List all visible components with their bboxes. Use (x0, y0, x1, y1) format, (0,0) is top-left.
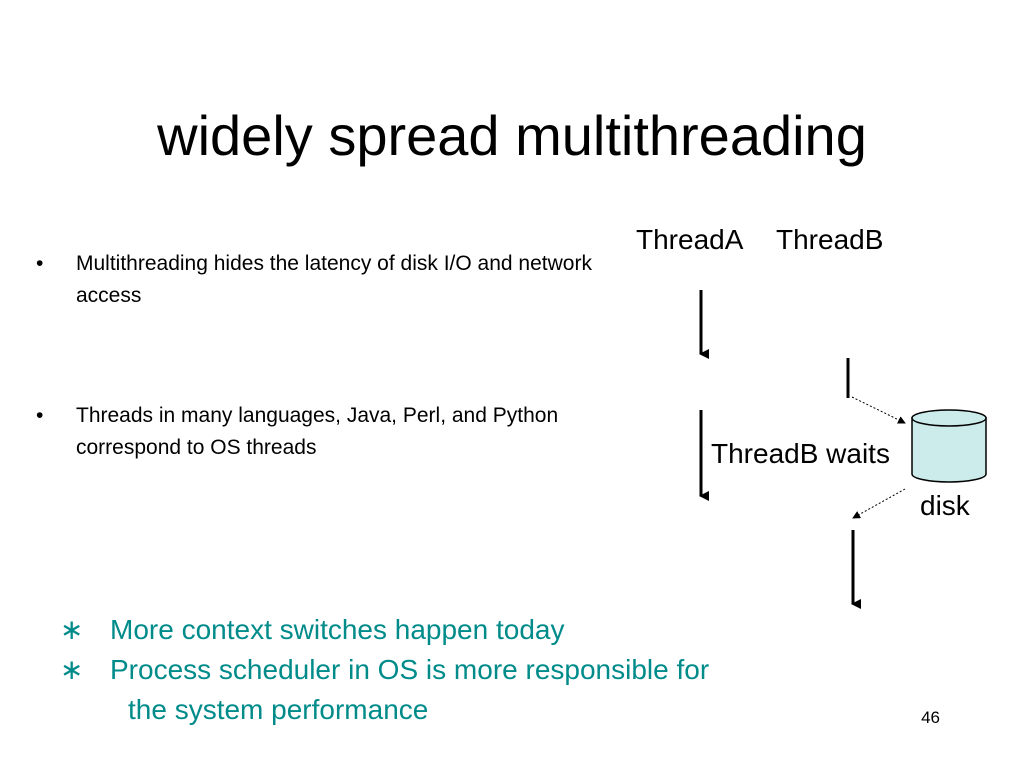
bullet-text: Threads in many languages, Java, Perl, a… (76, 404, 559, 459)
bullet-text: Multithreading hides the latency of disk… (76, 252, 592, 307)
bullet-item: • Threads in many languages, Java, Perl,… (32, 400, 622, 464)
thread-a-label: ThreadA (636, 224, 744, 255)
highlight-text-continuation: the system performance (128, 694, 429, 725)
thread-b-waits-label: ThreadB waits (711, 438, 890, 469)
highlight-point: ∗ More context switches happen today (56, 610, 936, 650)
highlight-points: ∗ More context switches happen today ∗ P… (56, 610, 936, 730)
bullet-list: • Multithreading hides the latency of di… (32, 248, 622, 464)
highlight-text: Process scheduler in OS is more responsi… (110, 654, 710, 685)
disk-return-dotted-arrow-icon (852, 488, 906, 519)
disk-request-dotted-arrow-icon (851, 396, 906, 424)
disk-cylinder-icon (911, 409, 987, 483)
disk-label: disk (920, 490, 970, 521)
thread-b-label: ThreadB (776, 224, 884, 255)
highlight-point: ∗ Process scheduler in OS is more respon… (56, 650, 936, 730)
page-number: 46 (921, 708, 940, 727)
asterisk-icon: ∗ (60, 614, 84, 645)
highlight-text: More context switches happen today (110, 614, 565, 645)
bullet-item: • Multithreading hides the latency of di… (32, 248, 622, 312)
slide-title: widely spread multithreading (157, 104, 867, 167)
asterisk-icon: ∗ (60, 654, 84, 685)
bullet-marker: • (36, 252, 44, 275)
bullet-marker: • (36, 404, 44, 427)
